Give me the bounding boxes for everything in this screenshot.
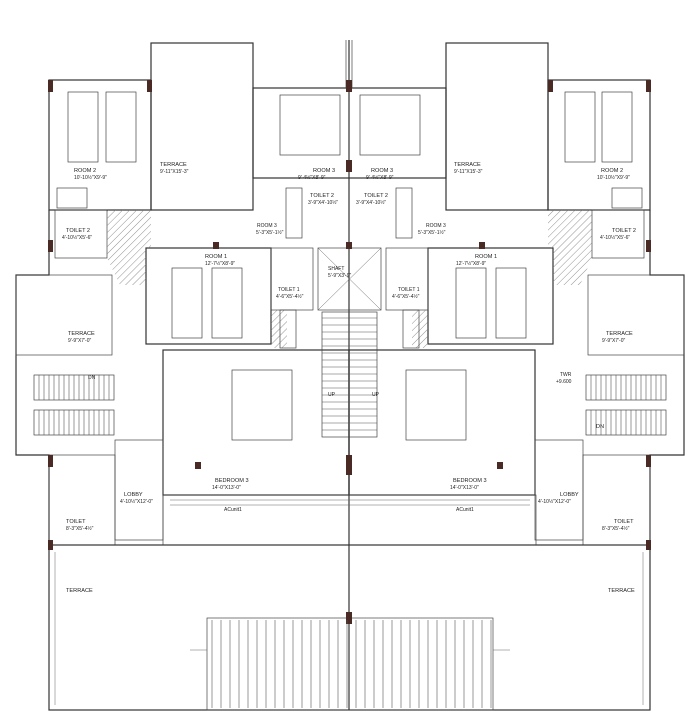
room-label: TOILET (614, 519, 634, 525)
room-dim: 8'-3"X5'-4½" (66, 525, 94, 532)
room-label: ROOM 2 (601, 168, 623, 174)
room-label: TERRACE (454, 162, 481, 168)
room-label: BEDROOM 3 (453, 478, 487, 484)
room-label: ROOM 2 (74, 168, 96, 174)
room-dim: 12'-7½"X8'-9" (205, 260, 235, 267)
room-dim: 4'-6"X5'-4½" (392, 293, 420, 300)
dn-label: DN (596, 424, 604, 430)
room-label: TERRACE (608, 588, 635, 594)
room-dim: 4'-10½"X5'-6" (62, 234, 92, 241)
room-dim: 9'-11"X15'-3" (160, 169, 189, 175)
room-labels: ROOM 2 10'-10½"X9'-9" TERRACE 9'-11"X15'… (62, 162, 636, 594)
room-dim: 5'-3"X5'-1½" (418, 229, 446, 236)
room-dim: 4'-10½"X12'-0" (120, 498, 153, 505)
level-tag: TWR (560, 372, 572, 378)
room-label: TOILET 2 (66, 228, 90, 234)
room-label: SHAFT (328, 266, 344, 272)
room-dim: 9'-9"X7'-0" (68, 338, 91, 344)
room-dim: 14'-0"X13'-0" (212, 485, 241, 491)
room-dim: 14'-0"X13'-0" (450, 485, 479, 491)
up-label: UP (372, 392, 380, 398)
room-label: TOILET 1 (398, 287, 420, 293)
room-label: TOILET (66, 519, 86, 525)
room-label: ROOM 3 (257, 223, 277, 229)
room-label: LOBBY (560, 492, 579, 498)
room-label: TOILET 2 (310, 193, 334, 199)
room-label: BEDROOM 3 (215, 478, 249, 484)
acunit-label: ACunit1 (456, 507, 474, 513)
acunit-label: ACunit1 (224, 507, 242, 513)
room-label: ROOM 3 (426, 223, 446, 229)
room-label: TERRACE (606, 331, 633, 337)
room-dim: 3'-9"X4'-10½" (308, 199, 338, 206)
room-label: ROOM 3 (371, 168, 393, 174)
dn-label: DN (88, 375, 96, 381)
room-dim: 5'-9"X3'-9" (328, 273, 351, 279)
room-label: TOILET 2 (612, 228, 636, 234)
room-label: ROOM 1 (205, 254, 227, 260)
room-label: TOILET 2 (364, 193, 388, 199)
room-dim: 10'-10½"X9'-9" (74, 174, 107, 181)
room-label: TERRACE (66, 588, 93, 594)
room-dim: 4'-10½"X12'-0" (538, 498, 571, 505)
walls (15, 40, 685, 711)
room-dim: 9'-11"X15'-3" (454, 169, 483, 175)
room-label: LOBBY (124, 492, 143, 498)
room-dim: 4'-10½"X5'-6" (600, 234, 630, 241)
hatched-areas (107, 210, 592, 348)
level-mark: +9.600 (556, 379, 572, 385)
room-dim: 5'-3"X5'-1½" (256, 229, 284, 236)
room-dim: 8'-3"X5'-4½" (602, 525, 630, 532)
room-label: TERRACE (68, 331, 95, 337)
room-label: ROOM 3 (313, 168, 335, 174)
room-label: TERRACE (160, 162, 187, 168)
room-label: TOILET 1 (278, 287, 300, 293)
columns (48, 80, 651, 624)
room-dim: 3'-9"X4'-10½" (356, 199, 386, 206)
room-dim: 10'-10½"X9'-9" (597, 174, 630, 181)
room-dim: 9'-4½"X8'-9" (366, 174, 394, 181)
room-label: ROOM 1 (475, 254, 497, 260)
up-label: UP (328, 392, 336, 398)
furniture (67, 91, 633, 441)
room-dim: 9'-9"X7'-0" (602, 338, 625, 344)
room-dim: 4'-6"X5'-4½" (276, 293, 304, 300)
room-dim: 9'-4½"X8'-9" (298, 174, 326, 181)
room-dim: 12'-7½"X8'-9" (456, 260, 486, 267)
